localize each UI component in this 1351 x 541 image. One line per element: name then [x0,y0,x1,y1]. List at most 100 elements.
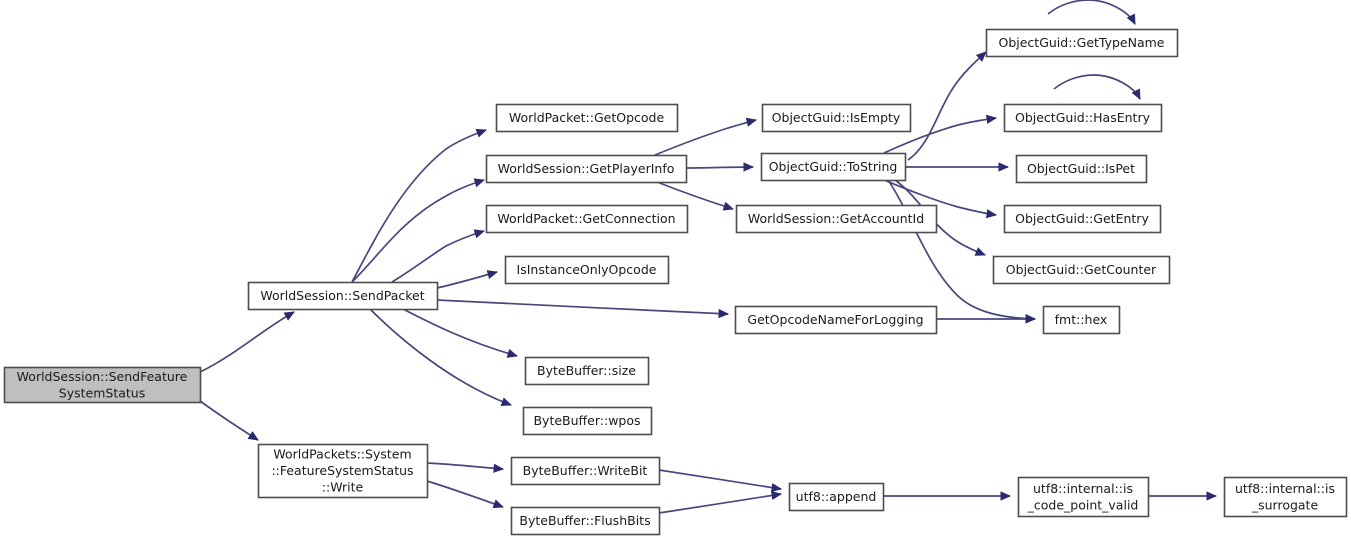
node-box[interactable] [1223,476,1348,518]
node-label: ObjectGuid::GetCounter [1006,262,1157,277]
call-edge-sendpacket-to-bbsize [402,308,519,358]
node-writebit[interactable]: ByteBuffer::WriteBit [510,456,661,486]
node-label: _surrogate [1251,497,1319,512]
node-box[interactable] [485,154,688,184]
node-flushbits[interactable]: ByteBuffer::FlushBits [510,506,661,536]
call-edge-writebit-to-utf8append [658,469,783,493]
node-box[interactable] [1017,476,1150,518]
node-ispet[interactable]: ObjectGuid::IsPet [1015,154,1148,184]
node-box[interactable] [1003,204,1162,234]
node-box[interactable] [522,406,653,436]
node-label: WorldSession::GetAccountId [748,211,924,226]
node-tostring[interactable]: ObjectGuid::ToString [760,152,907,182]
call-edge-gettypename-to-gettypename [1047,0,1136,25]
node-issurrogate[interactable]: utf8::internal::is_surrogate [1223,476,1348,518]
node-label: WorldPackets::System [273,447,411,462]
node-box[interactable] [760,152,907,182]
call-edge-sendfeature-to-featurewrite [199,400,259,441]
node-box[interactable] [761,103,912,133]
call-edge-getplayerinfo-to-tostring [685,162,755,172]
node-label: ObjectGuid::HasEntry [1015,110,1151,125]
node-bbsize[interactable]: ByteBuffer::size [524,356,650,386]
call-edge-tostring-to-hasentry [883,114,998,154]
node-label: ByteBuffer::FlushBits [519,513,650,528]
node-box[interactable] [992,255,1171,285]
node-label: SystemStatus [59,385,145,400]
call-edge-sendpacket-to-isinstanceonly [436,270,499,289]
node-label: _code_point_valid [1027,497,1139,512]
node-box[interactable] [1003,103,1163,133]
node-label: WorldSession::SendPacket [260,288,424,303]
node-box[interactable] [734,305,938,335]
node-label: ObjectGuid::IsPet [1027,161,1135,176]
node-label: GetOpcodeNameForLogging [747,312,923,327]
node-box[interactable] [985,28,1179,58]
call-edge-tostring-to-fmthex [887,179,1037,324]
node-label: ObjectGuid::GetEntry [1015,211,1149,226]
call-edge-sendpacket-to-opcodename [436,299,730,319]
call-edge-getplayerinfo-to-isempty [654,117,758,156]
node-box[interactable] [485,204,689,234]
call-edge-sendpacket-to-getplayerinfo [351,178,486,283]
node-label: ByteBuffer::wpos [533,413,640,428]
node-isinstanceonly[interactable]: IsInstanceOnlyOpcode [504,255,670,285]
node-label: ObjectGuid::IsEmpty [772,110,901,125]
node-featurewrite[interactable]: WorldPackets::System::FeatureSystemStatu… [257,443,429,499]
node-box[interactable] [257,443,429,499]
node-getopcode[interactable]: WorldPacket::GetOpcode [495,103,679,133]
node-opcodename[interactable]: GetOpcodeNameForLogging [734,305,938,335]
node-box[interactable] [524,356,650,386]
node-label: ByteBuffer::size [537,363,636,378]
node-label: WorldPacket::GetOpcode [509,110,665,125]
call-edge-featurewrite-to-flushbits [426,480,504,509]
node-box[interactable] [788,482,885,512]
node-box[interactable] [510,506,661,536]
node-label: WorldPacket::GetConnection [497,211,675,226]
node-gettypename[interactable]: ObjectGuid::GetTypeName [985,28,1179,58]
node-box[interactable] [495,103,679,133]
call-edge-sendpacket-to-getconnection [391,229,486,283]
node-label: utf8::append [796,489,877,504]
node-box[interactable] [510,456,661,486]
node-isempty[interactable]: ObjectGuid::IsEmpty [761,103,912,133]
node-label: IsInstanceOnlyOpcode [517,262,657,277]
edge-layer [199,0,1218,514]
node-getconnection[interactable]: WorldPacket::GetConnection [485,204,689,234]
node-box[interactable] [735,204,938,234]
node-label: ByteBuffer::WriteBit [523,463,648,478]
node-layer: WorldSession::SendFeatureSystemStatusWor… [3,28,1348,536]
call-edge-flushbits-to-utf8append [658,490,783,514]
node-label: WorldSession::GetPlayerInfo [498,161,675,176]
node-box[interactable] [1015,154,1148,184]
call-edge-hasentry-to-hasentry [1053,74,1141,100]
node-getplayerinfo[interactable]: WorldSession::GetPlayerInfo [485,154,688,184]
node-label: ObjectGuid::GetTypeName [998,35,1164,50]
call-edge-sendfeature-to-sendpacket [199,311,295,373]
node-box[interactable] [1042,305,1121,335]
call-edge-tostring-to-gettypename [907,51,987,161]
node-iscodepointvalid[interactable]: utf8::internal::is_code_point_valid [1017,476,1150,518]
node-sendpacket[interactable]: WorldSession::SendPacket [247,281,439,311]
node-label: fmt::hex [1055,312,1108,327]
node-hasentry[interactable]: ObjectGuid::HasEntry [1003,103,1163,133]
node-getaccountid[interactable]: WorldSession::GetAccountId [735,204,938,234]
node-label: utf8::internal::is [1235,481,1335,496]
node-label: ObjectGuid::ToString [769,159,898,174]
node-bbwpos[interactable]: ByteBuffer::wpos [522,406,653,436]
node-getentry[interactable]: ObjectGuid::GetEntry [1003,204,1162,234]
call-edge-sendpacket-to-getopcode [351,128,487,283]
call-edge-featurewrite-to-writebit [426,462,505,473]
node-label: ::FeatureSystemStatus [271,463,413,478]
node-utf8append[interactable]: utf8::append [788,482,885,512]
node-box[interactable] [504,255,670,285]
node-box[interactable] [247,281,439,311]
call-edge-getplayerinfo-to-getaccountid [656,181,735,211]
node-box[interactable] [3,366,202,404]
node-getcounter[interactable]: ObjectGuid::GetCounter [992,255,1171,285]
call-edge-tostring-to-getcounter [894,179,986,256]
node-fmthex[interactable]: fmt::hex [1042,305,1121,335]
call-edge-sendpacket-to-bbwpos [369,308,512,407]
